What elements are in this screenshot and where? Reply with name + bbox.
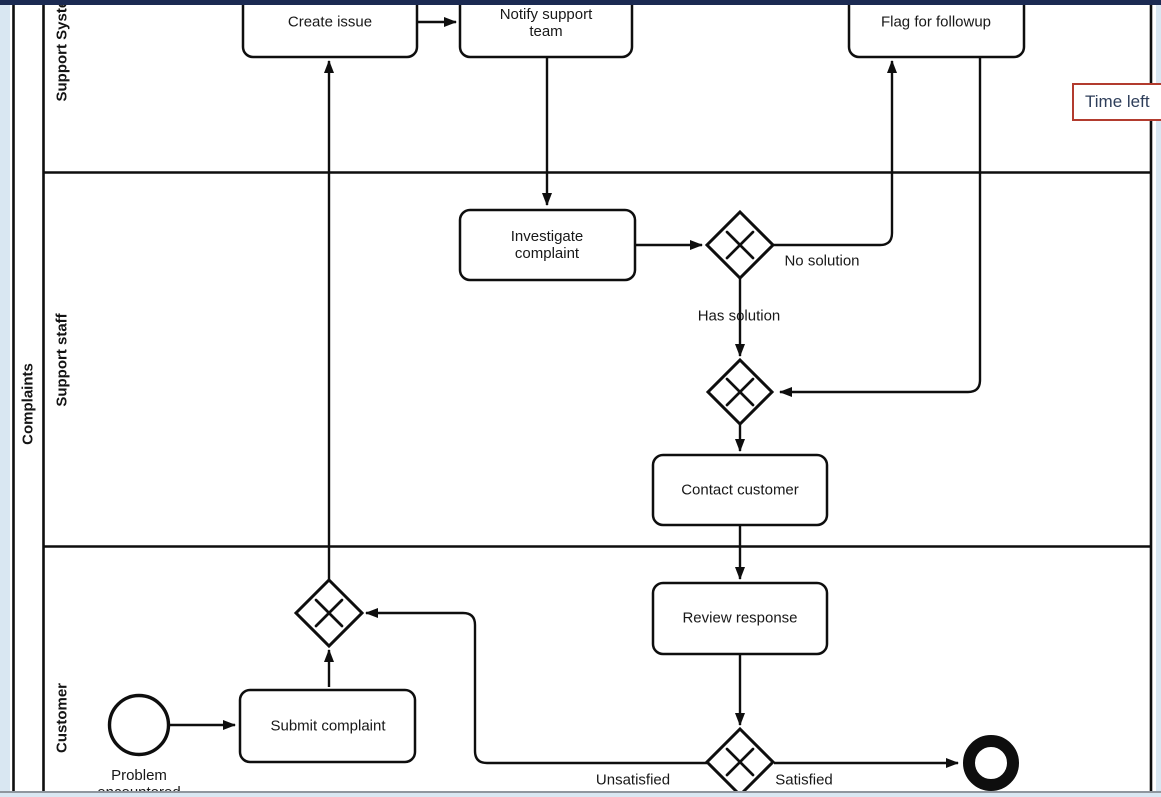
- task-shapes: [238, 0, 1026, 764]
- flow-unsatisfied-to-merge: [365, 608, 707, 765]
- task-label-contact-customer: Contact customer: [681, 481, 799, 499]
- task-flag-for-followup: [847, 0, 1026, 59]
- task-contact-customer: [651, 453, 829, 527]
- task-label-notify-support-team: Notify support team: [499, 6, 593, 40]
- diagram-paper: [10, 5, 1157, 791]
- end-event: [963, 735, 1019, 791]
- pool-complaints: [12, 0, 1153, 791]
- flow-label-satisfied: Satisfied: [775, 771, 833, 789]
- time-left-box: Time left: [1072, 83, 1161, 121]
- gateway-merge-resubmit: [293, 577, 365, 649]
- task-label-investigate-complaint: Investigate complaint: [510, 228, 584, 262]
- task-notify-support-team: [458, 0, 634, 59]
- gateway-solution-split: [704, 209, 776, 281]
- page-right-margin: [1156, 5, 1161, 797]
- start-event: [107, 693, 171, 757]
- task-investigate-complaint: [458, 208, 637, 282]
- lane-label-support-system: Support System: [53, 0, 71, 102]
- flow-label-no-solution: No solution: [784, 252, 860, 270]
- pool-label: Complaints: [19, 363, 37, 445]
- time-left-label: Time left: [1085, 92, 1150, 111]
- lane-label-support-staff: Support staff: [53, 313, 71, 407]
- gateway-satisfaction-split: [704, 726, 776, 797]
- sequence-flows: [169, 17, 982, 768]
- flow-label-unsatisfied: Unsatisfied: [595, 771, 671, 789]
- task-create-issue: [241, 0, 419, 59]
- task-review-response: [651, 581, 829, 656]
- flow-flag-to-merge-gateway: [779, 57, 982, 397]
- task-label-submit-complaint: Submit complaint: [270, 717, 386, 735]
- lane-label-customer: Customer: [53, 682, 71, 754]
- task-submit-complaint: [238, 688, 417, 764]
- task-label-create-issue: Create issue: [287, 13, 373, 31]
- task-label-flag-for-followup: Flag for followup: [880, 13, 992, 31]
- page-bottom-margin: [0, 793, 1161, 797]
- viewport-bottom-edge: [0, 791, 1161, 793]
- gateway-merge-before-contact: [705, 357, 775, 427]
- flow-no-solution-to-flag: [773, 60, 897, 247]
- flow-label-has-solution: Has solution: [697, 307, 781, 325]
- top-navigation-bar: [0, 0, 1161, 5]
- task-label-review-response: Review response: [682, 609, 798, 627]
